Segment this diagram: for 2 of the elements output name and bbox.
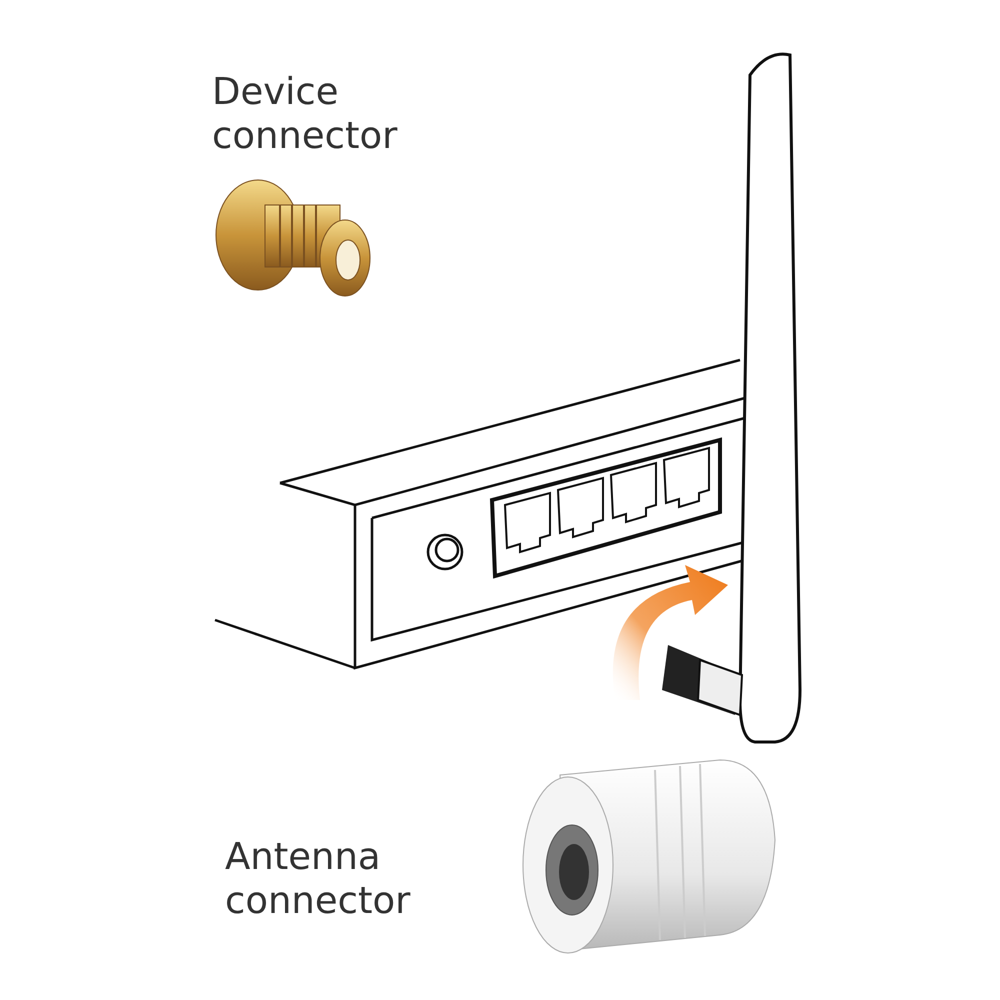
part-label: Antenna connector: [225, 835, 412, 923]
part-label: Device connector: [212, 70, 398, 158]
